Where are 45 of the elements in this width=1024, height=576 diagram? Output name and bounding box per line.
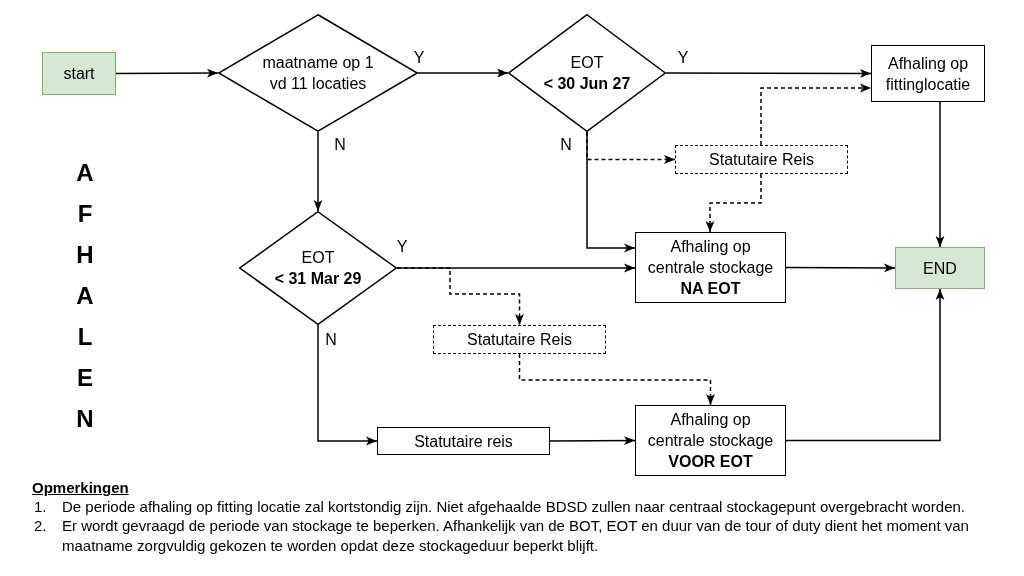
decision-diamond bbox=[239, 211, 397, 325]
node-text: VOOR EOT bbox=[668, 452, 753, 472]
arrow bbox=[935, 101, 945, 248]
arrow bbox=[115, 68, 219, 78]
dashed-arrow bbox=[760, 83, 872, 146]
process-box bbox=[635, 232, 786, 303]
node-text: Statutaire Reis bbox=[709, 150, 814, 170]
dashed-arrow bbox=[518, 353, 715, 406]
note-text: Er wordt gevraagd de periode van stockage te beperken. Afhankelijk van de BOT, EOT en duur van de tour of duty dient het moment van maatname zorgvuldig gekozen te worden opdat deze stockageduur beperkt blijft. bbox=[62, 516, 970, 555]
node-text: Afhaling op centrale stockage bbox=[646, 410, 775, 451]
dashed-arrow bbox=[705, 173, 762, 233]
dashed-arrow bbox=[396, 267, 524, 326]
terminal-box bbox=[895, 247, 985, 289]
process-box bbox=[871, 45, 985, 102]
node-text: Statutaire reis bbox=[414, 431, 513, 452]
arrow bbox=[313, 131, 323, 212]
node-text: END bbox=[923, 258, 957, 279]
node-text: < 31 Mar 29 bbox=[274, 269, 362, 289]
notes-heading: Opmerkingen bbox=[32, 478, 129, 498]
arrow bbox=[549, 436, 636, 445]
terminal-box bbox=[42, 52, 116, 95]
dashed-process-box bbox=[675, 145, 848, 174]
arrow bbox=[317, 324, 378, 446]
list-number: 1. bbox=[34, 497, 47, 517]
decision-diamond bbox=[508, 14, 666, 132]
node-text: start bbox=[63, 64, 95, 84]
arrow bbox=[417, 68, 509, 78]
dashed-process-box bbox=[433, 325, 606, 354]
dashed-arrow bbox=[586, 131, 676, 164]
arrow bbox=[785, 263, 896, 273]
node-text: Statutaire Reis bbox=[467, 330, 572, 350]
list-number: 2. bbox=[34, 516, 47, 536]
note-text: De periode afhaling op fitting locatie zal kortstondig zijn. Niet afgehaalde BDSD zullen naar centraal stockagepunt overgebracht worden. bbox=[62, 497, 967, 517]
arrow bbox=[665, 69, 872, 78]
arrow bbox=[785, 288, 945, 442]
vertical-heading: AFHALEN bbox=[75, 158, 95, 434]
node-text: NA EOT bbox=[680, 279, 741, 299]
process-box bbox=[377, 427, 550, 455]
node-text: Afhaling op centrale stockage bbox=[646, 237, 775, 278]
node-text: maatname op 1 vd 11 locaties bbox=[261, 53, 375, 94]
node-text: EOT bbox=[301, 248, 335, 268]
process-box bbox=[635, 405, 786, 476]
node-text: < 30 Jun 27 bbox=[543, 74, 631, 94]
node-text: EOT bbox=[570, 53, 604, 73]
node-text: Afhaling op fittinglocatie bbox=[884, 53, 972, 95]
